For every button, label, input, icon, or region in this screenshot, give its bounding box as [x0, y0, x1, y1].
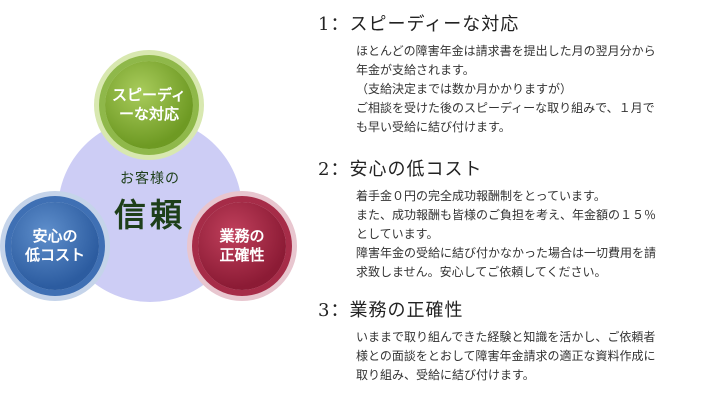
feature-heading: 2：安心の低コスト	[318, 159, 483, 180]
ball-accuracy-line-1: 業務の	[219, 227, 265, 245]
feature-text: ほとんどの障害年金は請求書を提出した月の翌月分から 年金が支給されます。 （支給…	[356, 42, 712, 137]
center-label-big: 信頼	[113, 196, 186, 234]
feature-text-line: いままで取り組んできた経験と知識を活かし、ご依頼者	[356, 330, 656, 344]
ball-accuracy-line-2: 正確性	[219, 246, 265, 264]
ball-low-cost-line-1: 安心の	[32, 227, 78, 245]
feature-text-line: ご相談を受けた後のスピーディーな取り組みで、１月で	[356, 101, 655, 115]
feature-text-line: 取り組み、受給に結び付けます。	[356, 368, 535, 382]
feature-text-line: も早い受給に結び付けます。	[356, 120, 511, 134]
center-label: お客様の 信頼	[58, 168, 242, 236]
ball-accuracy-inner: 業務の 正確性	[198, 202, 286, 290]
feature-text-line: （支給決定までは数か月かかりますが）	[356, 82, 573, 96]
ball-speedy-inner: スピーディ ーな対応	[105, 61, 193, 149]
ball-speedy-line-1: スピーディ	[112, 86, 186, 104]
feature-text-line: また、成功報酬も皆様のご負担を考え、年金額の１５％	[356, 208, 657, 222]
feature-heading: 1：スピーディーな対応	[318, 14, 520, 35]
feature-heading: 3：業務の正確性	[318, 300, 464, 321]
feature-text-line: 障害年金の受給に結び付かなかった場合は一切費用を請	[356, 246, 657, 260]
feature-text-line: ほとんどの障害年金は請求書を提出した月の翌月分から	[356, 44, 656, 58]
ball-speedy: スピーディ ーな対応	[94, 50, 204, 160]
center-label-small: お客様の	[120, 171, 180, 187]
ball-low-cost-inner: 安心の 低コスト	[11, 202, 99, 290]
feature-item-speedy: 1：スピーディーな対応 ほとんどの障害年金は請求書を提出した月の翌月分から 年金…	[318, 10, 718, 137]
ball-low-cost: 安心の 低コスト	[0, 191, 110, 301]
feature-item-low-cost: 2：安心の低コスト 着手金０円の完全成功報酬制をとっています。 また、成功報酬も…	[318, 155, 718, 282]
ball-low-cost-line-2: 低コスト	[24, 246, 85, 264]
ball-speedy-line-2: ーな対応	[118, 105, 179, 123]
feature-text-line: 求致しません。安心してご依頼してください。	[356, 265, 607, 279]
ball-accuracy: 業務の 正確性	[187, 191, 297, 301]
feature-text-line: 年金が支給されます。	[356, 63, 475, 77]
feature-text-line: 様との面談をとおして障害年金請求の適正な資料作成に	[356, 349, 656, 363]
trust-diagram: お客様の 信頼 スピーディ ーな対応 安心の 低コスト 業務の 正確性	[0, 0, 310, 400]
feature-text-line: としています。	[356, 227, 439, 241]
feature-text: いままで取り組んできた経験と知識を活かし、ご依頼者 様との面談をとおして障害年金…	[356, 328, 712, 385]
feature-text: 着手金０円の完全成功報酬制をとっています。 また、成功報酬も皆様のご負担を考え、…	[356, 187, 712, 282]
feature-item-accuracy: 3：業務の正確性 いままで取り組んできた経験と知識を活かし、ご依頼者 様との面談…	[318, 296, 718, 385]
feature-text-line: 着手金０円の完全成功報酬制をとっています。	[356, 189, 606, 203]
